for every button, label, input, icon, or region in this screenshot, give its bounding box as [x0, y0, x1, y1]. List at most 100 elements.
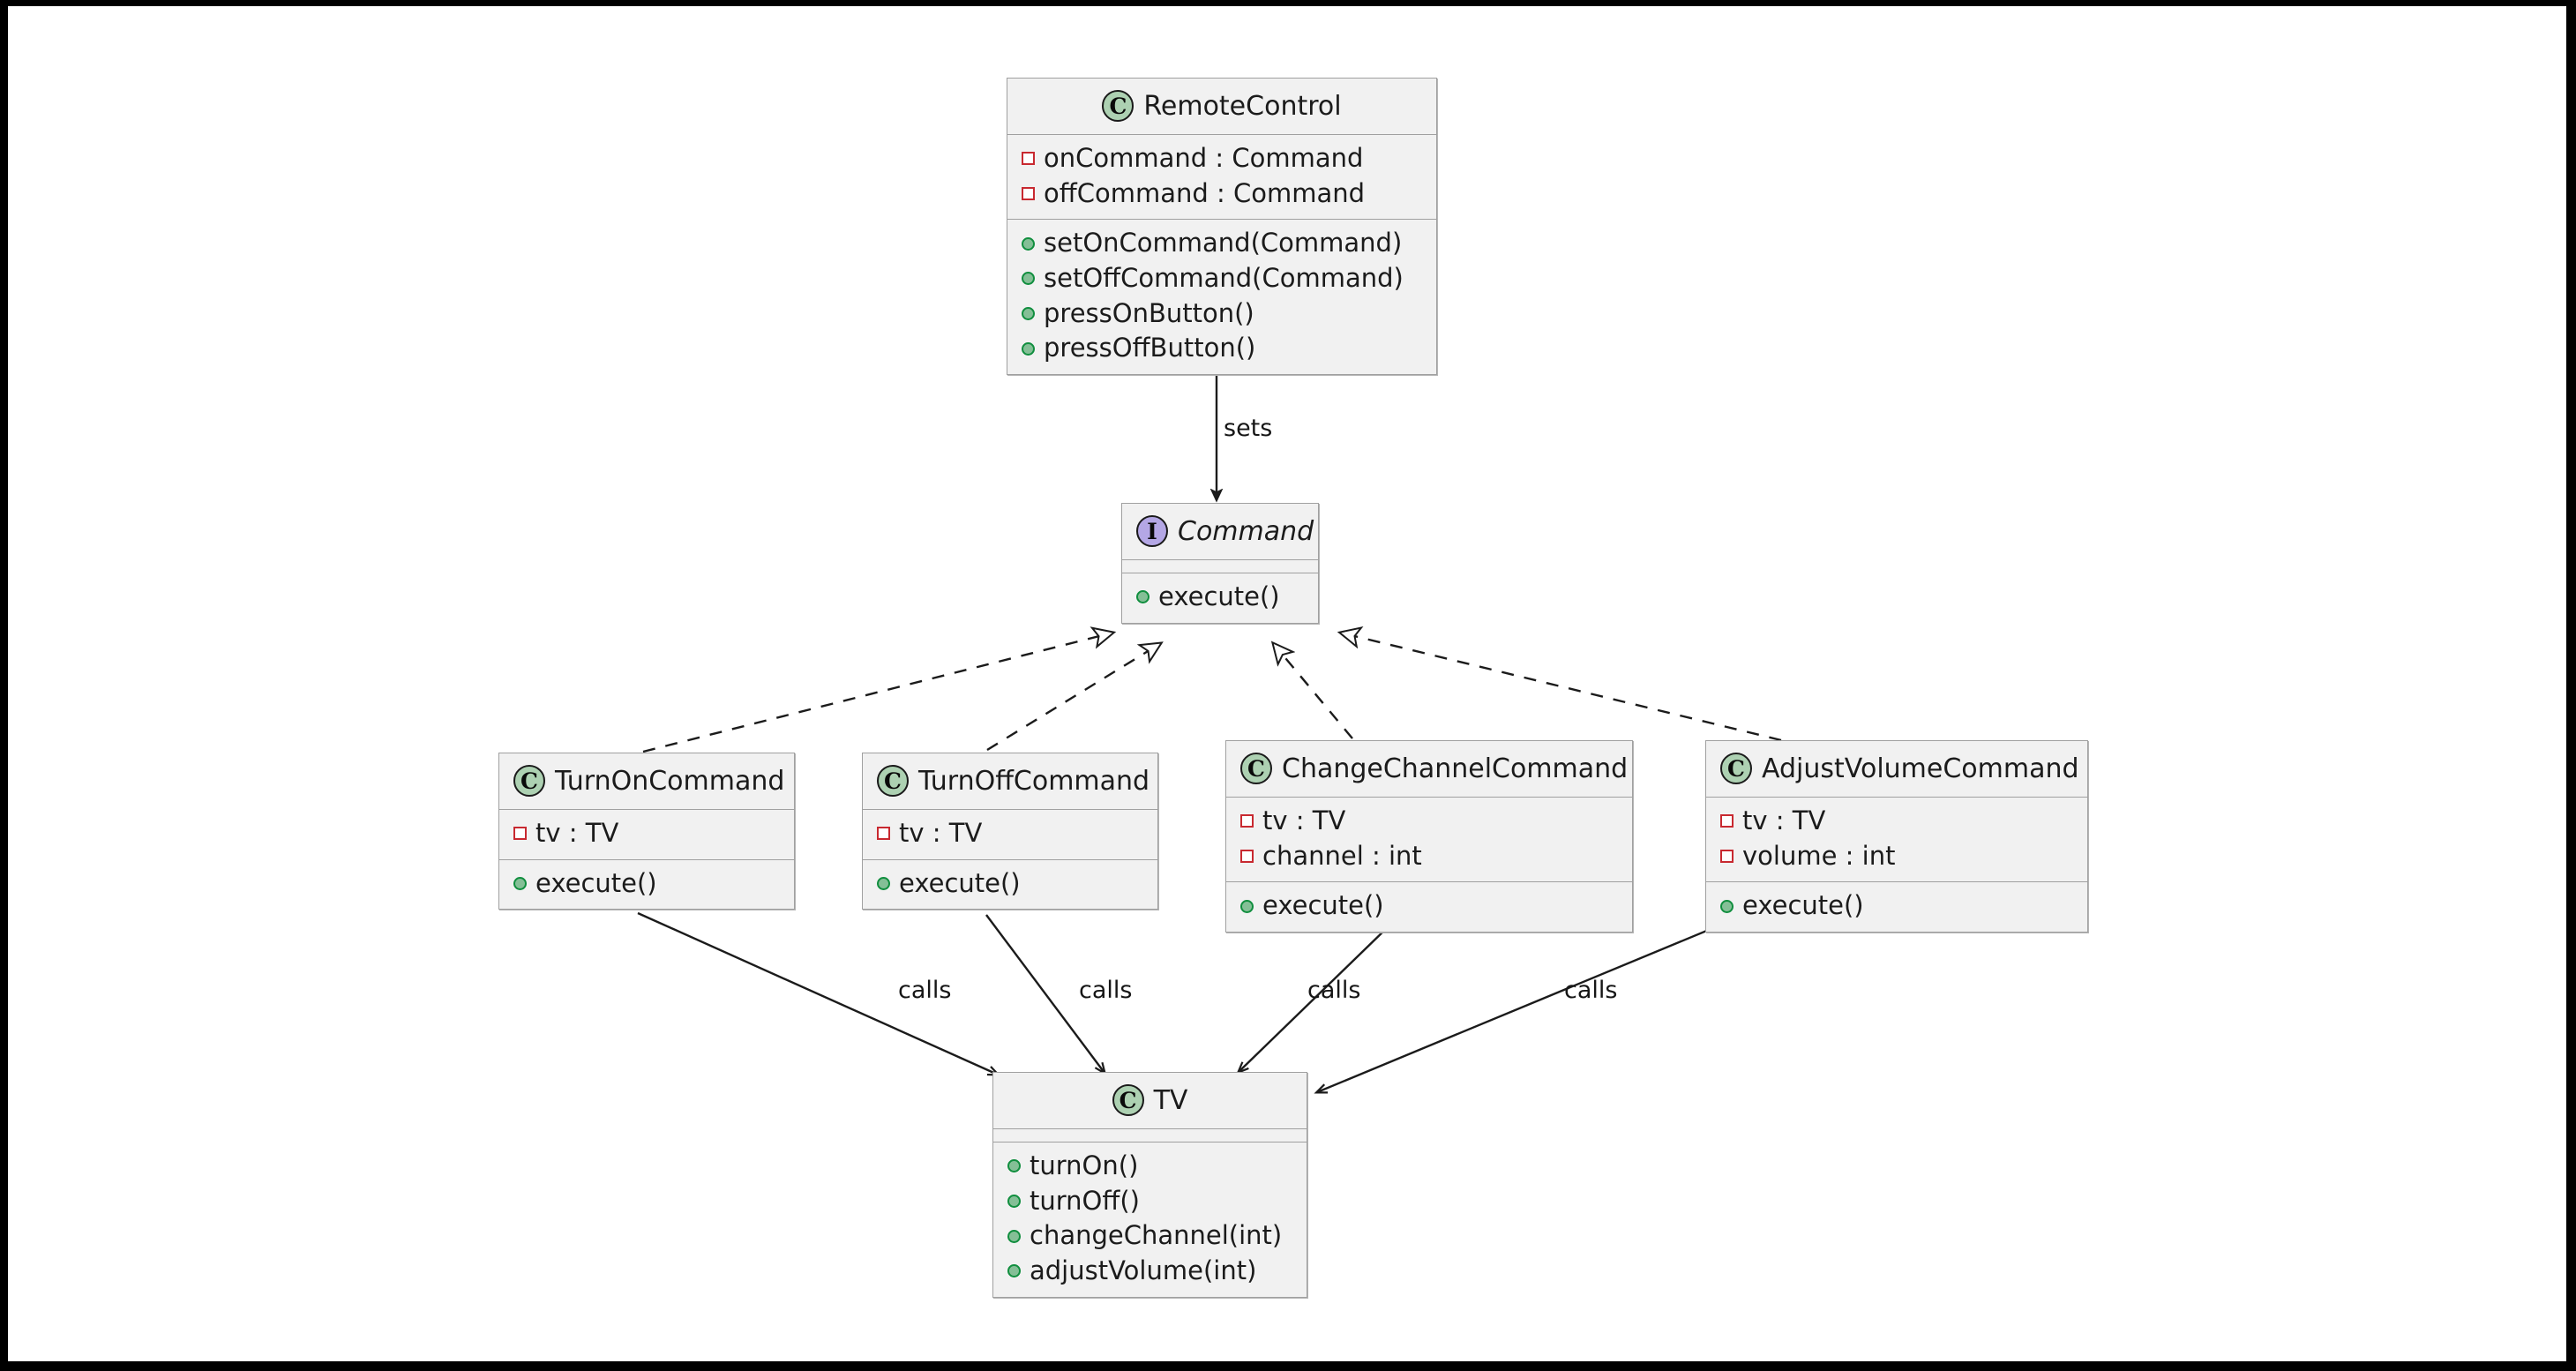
class-badge-icon: C [1240, 753, 1272, 784]
edge-calls-adjustvolume [1317, 924, 1720, 1092]
method-row: pressOnButton() [1007, 296, 1436, 332]
method-text: execute() [1262, 890, 1384, 921]
compartment-divider [1706, 881, 2087, 883]
public-marker-icon [1240, 899, 1254, 913]
attribute-text: tv : TV [535, 818, 619, 848]
interface-title-command: I Command [1122, 504, 1318, 559]
compartment-divider [1007, 219, 1436, 221]
class-box-change-channel-command[interactable]: C ChangeChannelCommand tv : TV channel :… [1225, 740, 1633, 933]
compartment-divider [1122, 559, 1318, 560]
public-marker-icon [1022, 341, 1035, 356]
public-marker-icon [877, 877, 890, 891]
edge-realize-turnoff [986, 643, 1161, 752]
class-badge-icon: C [1112, 1084, 1144, 1116]
attributes-compartment [1122, 560, 1318, 573]
private-marker-icon [1240, 814, 1254, 828]
diagram-canvas: C RemoteControl onCommand : Command offC… [8, 6, 2566, 1361]
class-badge-icon: C [877, 765, 909, 797]
class-name: TurnOffCommand [918, 765, 1150, 797]
methods-compartment: execute() [1706, 882, 2087, 932]
class-name: AdjustVolumeCommand [1762, 753, 2079, 784]
compartment-divider [1226, 881, 1632, 883]
method-text: pressOnButton() [1044, 297, 1254, 328]
method-row: execute() [1706, 888, 2087, 924]
class-name: TV [1153, 1084, 1188, 1116]
attribute-text: volume : int [1742, 840, 1896, 871]
attribute-row: tv : TV [863, 816, 1157, 851]
methods-compartment: execute() [1122, 573, 1318, 623]
class-name: ChangeChannelCommand [1282, 753, 1629, 784]
method-row: pressOffButton() [1007, 331, 1436, 366]
public-marker-icon [1007, 1195, 1021, 1209]
attribute-text: channel : int [1262, 840, 1422, 871]
attribute-text: tv : TV [1742, 805, 1826, 835]
edge-label-calls-turnoff: calls [1079, 977, 1133, 1004]
class-badge-icon: C [513, 765, 545, 797]
method-row: execute() [1226, 888, 1632, 924]
class-title-change-channel-command: C ChangeChannelCommand [1226, 741, 1632, 797]
public-marker-icon [1720, 899, 1734, 913]
attributes-compartment: tv : TV volume : int [1706, 798, 2087, 881]
class-title-adjust-volume-command: C AdjustVolumeCommand [1706, 741, 2087, 797]
public-marker-icon [513, 877, 527, 891]
edge-label-calls-changechannel: calls [1307, 977, 1361, 1004]
class-name: RemoteControl [1143, 90, 1342, 122]
method-text: execute() [1158, 581, 1280, 611]
method-row: turnOn() [993, 1149, 1307, 1184]
method-text: changeChannel(int) [1030, 1220, 1283, 1251]
method-text: pressOffButton() [1044, 333, 1256, 363]
edge-label-calls-adjustvolume: calls [1564, 977, 1618, 1004]
methods-compartment: setOnCommand(Command) setOffCommand(Comm… [1007, 220, 1436, 374]
attribute-row: volume : int [1706, 839, 2087, 874]
methods-compartment: execute() [1226, 882, 1632, 932]
method-text: setOffCommand(Command) [1044, 263, 1404, 294]
attributes-compartment: tv : TV [863, 810, 1157, 859]
attribute-row: tv : TV [499, 816, 794, 851]
method-text: setOnCommand(Command) [1044, 228, 1403, 258]
public-marker-icon [1136, 590, 1149, 604]
attribute-text: tv : TV [1262, 805, 1346, 835]
class-box-turn-on-command[interactable]: C TurnOnCommand tv : TV execute() [498, 753, 795, 910]
class-title-turn-on-command: C TurnOnCommand [499, 753, 794, 809]
compartment-divider [863, 858, 1157, 860]
method-row: setOnCommand(Command) [1007, 226, 1436, 261]
attribute-row: tv : TV [1226, 804, 1632, 839]
interface-name: Command [1178, 515, 1314, 547]
attribute-row: channel : int [1226, 839, 1632, 874]
class-badge-icon: C [1102, 90, 1134, 122]
attribute-text: onCommand : Command [1044, 143, 1364, 173]
methods-compartment: execute() [499, 860, 794, 910]
method-row: setOffCommand(Command) [1007, 261, 1436, 296]
method-text: execute() [899, 867, 1021, 898]
compartment-divider [993, 1128, 1307, 1129]
method-text: turnOn() [1030, 1150, 1139, 1180]
class-box-adjust-volume-command[interactable]: C AdjustVolumeCommand tv : TV volume : i… [1705, 740, 2088, 933]
attributes-compartment [993, 1129, 1307, 1142]
private-marker-icon [877, 827, 890, 841]
class-title-remote-control: C RemoteControl [1007, 79, 1436, 134]
public-marker-icon [1007, 1264, 1021, 1278]
edge-label-calls-turnon: calls [898, 977, 952, 1004]
class-box-turn-off-command[interactable]: C TurnOffCommand tv : TV execute() [862, 753, 1158, 910]
public-marker-icon [1007, 1159, 1021, 1173]
methods-compartment: execute() [863, 860, 1157, 910]
private-marker-icon [513, 827, 527, 841]
edge-realize-turnon [642, 633, 1113, 753]
interface-box-command[interactable]: I Command execute() [1121, 503, 1319, 624]
compartment-divider [499, 809, 794, 810]
class-box-tv[interactable]: C TV turnOn() turnOff() changeChannel(in… [992, 1072, 1307, 1298]
compartment-divider [863, 809, 1157, 810]
method-row: adjustVolume(int) [993, 1254, 1307, 1289]
attribute-text: tv : TV [899, 818, 983, 848]
public-marker-icon [1007, 1229, 1021, 1243]
method-text: adjustVolume(int) [1030, 1255, 1257, 1286]
methods-compartment: turnOn() turnOff() changeChannel(int) ad… [993, 1142, 1307, 1297]
edge-label-sets: sets [1224, 415, 1273, 442]
method-row: changeChannel(int) [993, 1218, 1307, 1254]
edge-realize-changechannel [1273, 643, 1353, 739]
compartment-divider [1007, 134, 1436, 135]
class-box-remote-control[interactable]: C RemoteControl onCommand : Command offC… [1007, 78, 1437, 376]
method-row: turnOff() [993, 1184, 1307, 1219]
edge-realize-adjustvolume [1340, 633, 1782, 742]
attributes-compartment: tv : TV [499, 810, 794, 859]
